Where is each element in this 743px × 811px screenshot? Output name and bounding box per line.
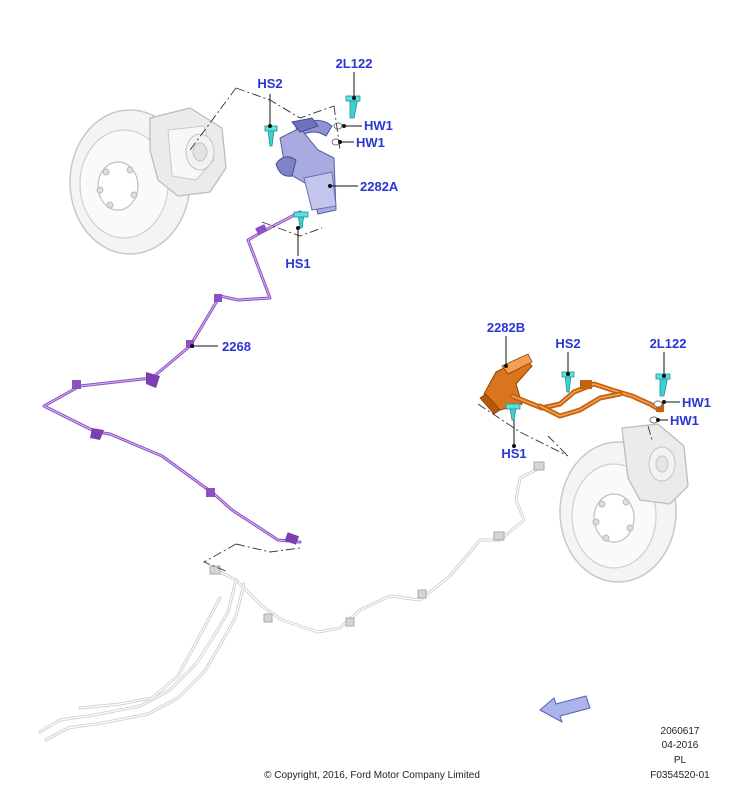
leader-hs1-right: [512, 420, 516, 448]
rear-left-caliper: [149, 107, 227, 197]
leader-hs2-top: [268, 94, 272, 128]
drawing-code: 2060617: [661, 726, 700, 737]
leader-2l122-right: [662, 352, 666, 378]
callout-hw1-top-b: HW1: [356, 135, 385, 150]
brake-hose-2268: [42, 210, 302, 545]
callout-2l122-right: 2L122: [650, 336, 687, 351]
leader-hw1-right-a: [662, 400, 680, 404]
callout-hw1-right-a: HW1: [682, 395, 711, 410]
bracket-2282b: [479, 353, 533, 415]
callout-2l122-top: 2L122: [336, 56, 373, 71]
rear-right-caliper: [621, 423, 689, 505]
drawing-reference: F0354520-01: [650, 770, 710, 781]
drawing-date: 04-2016: [662, 740, 699, 751]
callout-hw1-right-b: HW1: [670, 413, 699, 428]
leader-hw1-top-a: [342, 124, 362, 128]
fastener-hs1-right: [505, 403, 521, 421]
chassis-brake-lines: [38, 461, 545, 742]
callout-hs2-right: HS2: [555, 336, 580, 351]
callout-2282a: 2282A: [360, 179, 399, 194]
leader-hw1-right-b: [656, 418, 668, 422]
callout-hw1-top-a: HW1: [364, 118, 393, 133]
callout-hs2-top: HS2: [257, 76, 282, 91]
drawing-language: PL: [674, 755, 687, 766]
leader-2l122-top: [352, 72, 356, 100]
leader-2268: [190, 344, 218, 348]
callout-hs1-right: HS1: [501, 446, 526, 461]
fastener-hs1-top: [293, 211, 309, 229]
leader-hs1-top: [296, 226, 300, 256]
callout-hs1-top: HS1: [285, 256, 310, 271]
bracket-2282a: [275, 117, 337, 215]
callout-2268: 2268: [222, 339, 251, 354]
brake-hose-right: [509, 380, 664, 419]
leader-hs2-right: [566, 352, 570, 376]
copyright-text: © Copyright, 2016, Ford Motor Company Li…: [264, 770, 480, 781]
callout-2282b: 2282B: [487, 320, 525, 335]
leader-hw1-top-b: [338, 140, 354, 144]
fastener-hs2-top: [264, 125, 278, 147]
direction-arrow-icon: [539, 695, 591, 724]
leader-2282a: [328, 184, 358, 188]
leader-2282b: [504, 336, 508, 368]
